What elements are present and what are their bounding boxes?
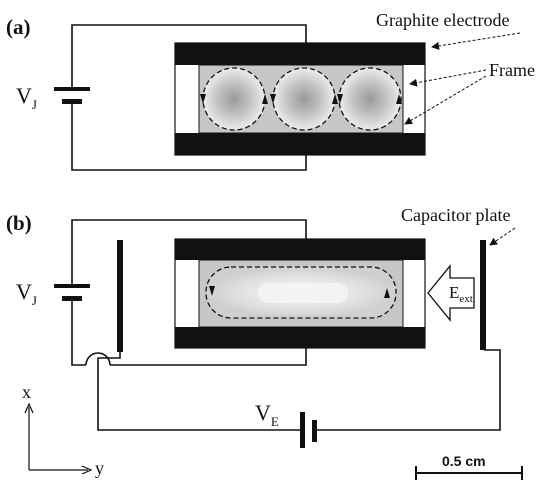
- panel-b-tag: (b): [6, 211, 32, 235]
- callout-graphite-electrode: Graphite electrode: [376, 10, 509, 30]
- panel-a-tag: (a): [6, 15, 31, 39]
- panel-b-vj-label: VJ: [16, 279, 37, 308]
- flow-arrow-b-left: [209, 286, 215, 296]
- flow-arrow-4: [332, 94, 338, 104]
- panel-b-bottom-wire-left: [71, 298, 86, 366]
- x-axis-arrowhead: [24, 402, 34, 414]
- external-field-label: Eext: [449, 283, 473, 305]
- droplet-right: [338, 67, 402, 131]
- flow-arrow-5: [337, 94, 343, 104]
- scale-bar: 0.5 cm: [415, 453, 523, 480]
- callout-frame: Frame: [489, 60, 535, 80]
- panel-a-bottom-electrode: [175, 133, 425, 155]
- x-axis-label: x: [22, 382, 31, 402]
- wire-crossing-bump: [85, 352, 111, 366]
- flow-arrow-1: [200, 94, 206, 104]
- panel-a-top-wire: [71, 24, 307, 88]
- callout-frame-pointer-2: [404, 75, 487, 125]
- panel-a-top-electrode: [175, 43, 425, 65]
- scale-bar-label: 0.5 cm: [442, 453, 486, 469]
- battery-ve-long-plate: [300, 412, 305, 448]
- panel-a-droplets: [200, 67, 402, 131]
- capacitor-wire-left: [97, 352, 300, 431]
- right-capacitor-plate: [480, 240, 486, 350]
- battery-vj-long-plate: [54, 284, 90, 288]
- droplet-core-highlight: [258, 283, 348, 303]
- flow-arrow-3: [270, 94, 276, 104]
- y-axis-label: y: [95, 458, 104, 478]
- callout-capacitor-pointer: [489, 227, 516, 246]
- panel-a-bottom-wire: [71, 102, 307, 171]
- callout-capacitor-plate: Capacitor plate: [401, 205, 510, 225]
- panel-b-top-electrode: [175, 239, 425, 260]
- panel-b-battery-vj: [54, 284, 90, 301]
- battery-long-plate: [54, 87, 90, 91]
- panel-b: (b) VJ VE Eex: [6, 205, 516, 448]
- battery-short-plate: [62, 99, 82, 104]
- flow-arrow-6: [396, 94, 402, 104]
- battery-ve-short-plate: [312, 420, 317, 442]
- callout-frame-pointer-1: [409, 69, 487, 87]
- panel-b-bottom-wire-right: [110, 348, 307, 366]
- flow-arrow-2: [262, 94, 268, 104]
- panel-b-top-wire: [71, 219, 307, 285]
- flow-arrow-b-right: [384, 288, 390, 298]
- panel-b-bottom-electrode: [175, 327, 425, 348]
- y-axis-arrowhead: [81, 465, 93, 475]
- panel-a-vj-label: VJ: [16, 83, 37, 112]
- panel-b-battery-ve: [300, 412, 317, 448]
- panel-a: (a) VJ Graphite electrode: [6, 10, 535, 171]
- callout-graphite-pointer: [431, 32, 521, 50]
- external-field-arrow: [427, 264, 475, 322]
- droplet-middle: [272, 67, 336, 131]
- capacitor-wire-right: [317, 349, 501, 431]
- panel-b-ve-label: VE: [255, 400, 279, 429]
- coordinate-axes: x y: [22, 382, 104, 478]
- droplet-left: [202, 67, 266, 131]
- battery-vj-short-plate: [62, 296, 82, 301]
- left-capacitor-plate: [117, 240, 123, 352]
- panel-a-battery: [54, 87, 90, 104]
